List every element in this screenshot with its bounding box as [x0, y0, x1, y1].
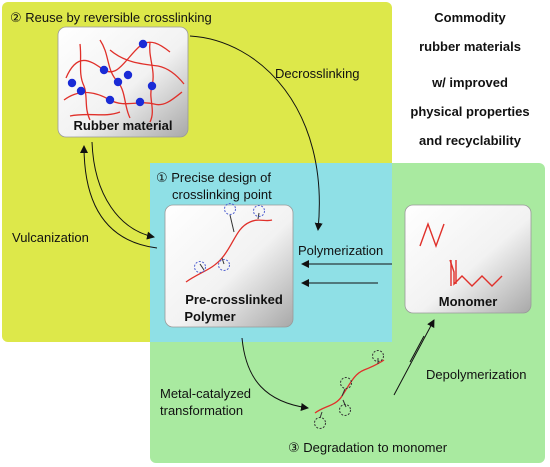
design-panel-title-line2: crosslinking point — [172, 187, 272, 202]
hexadiene-structure — [449, 259, 503, 287]
degradation-panel-title: ③ Degradation to monomer — [288, 440, 448, 455]
reuse-panel-title: ② Reuse by reversible crosslinking — [10, 10, 212, 25]
vulcanization-arrow-forward — [91, 141, 155, 240]
precrosslinked-label-line1: Pre-crosslinked — [185, 292, 283, 307]
precrosslinked-label-line2: Polymer — [184, 309, 235, 324]
side-text-line4: physical properties — [410, 104, 529, 119]
rubber-material-card: Rubber material — [57, 26, 189, 138]
depolymerization-label: Depolymerization — [426, 367, 526, 382]
side-text-line2: rubber materials — [419, 39, 521, 54]
polymer-chain — [185, 219, 273, 283]
monomer-card: Monomer — [404, 204, 532, 314]
crosslink-nodes — [67, 39, 157, 107]
metal-catalyzed-arrow — [241, 337, 309, 411]
metal-catalyzed-label-line1: Metal-catalyzed — [160, 386, 251, 401]
side-text-line3: w/ improved — [431, 75, 508, 90]
pendant-groups — [194, 203, 265, 273]
metal-catalyzed-label-line2: transformation — [160, 403, 243, 418]
butadiene-structure — [419, 221, 445, 249]
precrosslinked-polymer-card: Pre-crosslinked Polymer — [164, 203, 294, 328]
vulcanization-arrow-reverse — [80, 145, 158, 249]
vulcanization-label: Vulcanization — [12, 230, 89, 245]
side-text-line1: Commodity — [434, 10, 506, 25]
decrosslinking-arrow — [189, 35, 323, 231]
decrosslinking-label: Decrosslinking — [275, 66, 360, 81]
rubber-material-label: Rubber material — [74, 118, 173, 133]
degraded-polymer-illustration — [314, 350, 385, 429]
polymerization-label: Polymerization — [298, 243, 383, 258]
depolymerization-arrow-down — [409, 335, 425, 363]
design-panel-title-line1: ① Precise design of — [156, 170, 271, 185]
side-text-line5: and recyclability — [419, 133, 522, 148]
depolymerization-arrow-up — [393, 319, 435, 396]
monomer-label: Monomer — [439, 294, 498, 309]
